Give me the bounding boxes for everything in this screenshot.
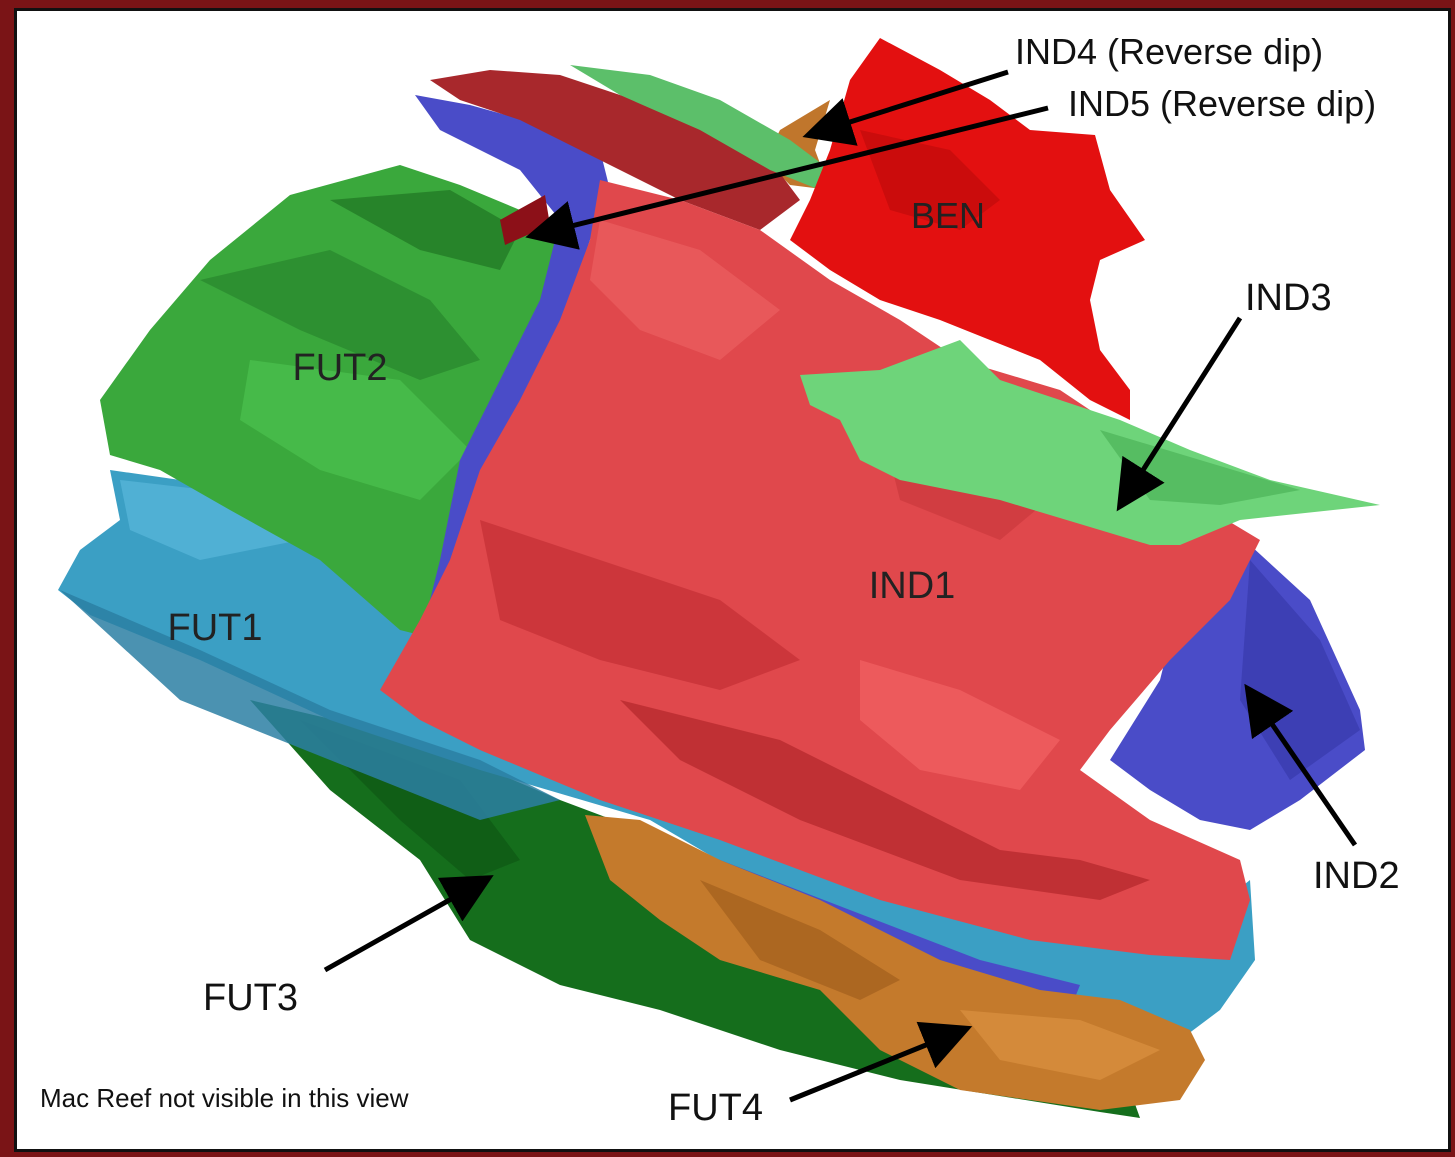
ind4-label: IND4 (Reverse dip) xyxy=(1015,31,1323,72)
fut4-arrow xyxy=(789,1021,973,1103)
ind4-arrow xyxy=(802,69,1009,146)
fut2-label: FUT2 xyxy=(293,347,388,389)
ind3-arrow xyxy=(1116,316,1243,512)
ben-label: BEN xyxy=(911,195,985,236)
fut3-arrow xyxy=(323,875,494,973)
ind5-arrow xyxy=(525,105,1049,250)
ind1-label: IND1 xyxy=(869,565,956,607)
ben-shade xyxy=(860,130,1000,230)
fut2-shade-1 xyxy=(200,250,480,380)
fut1-shade xyxy=(60,590,560,820)
fut2-shade-3 xyxy=(330,190,520,270)
ind5-label: IND5 (Reverse dip) xyxy=(1068,83,1376,124)
ind2-label: IND2 xyxy=(1313,855,1400,897)
fut4-shade xyxy=(700,880,900,1000)
ben-surface xyxy=(790,38,1145,420)
fut4-label: FUT4 xyxy=(668,1087,763,1129)
ind2-arrow xyxy=(1244,683,1358,847)
fut1-label: FUT1 xyxy=(168,607,263,649)
fut2-shade-2 xyxy=(240,360,470,500)
ind1-highlight xyxy=(860,660,1060,790)
fut3-label: FUT3 xyxy=(203,977,298,1019)
ind3-label: IND3 xyxy=(1245,277,1332,319)
ind3-back-sliver xyxy=(570,65,830,190)
footnote: Mac Reef not visible in this view xyxy=(40,1083,409,1113)
fut4-highlight xyxy=(960,1010,1160,1080)
ind1-shade-1 xyxy=(480,520,800,690)
ind1-shade-3 xyxy=(590,220,780,360)
ind1-shade-2 xyxy=(620,700,1150,900)
